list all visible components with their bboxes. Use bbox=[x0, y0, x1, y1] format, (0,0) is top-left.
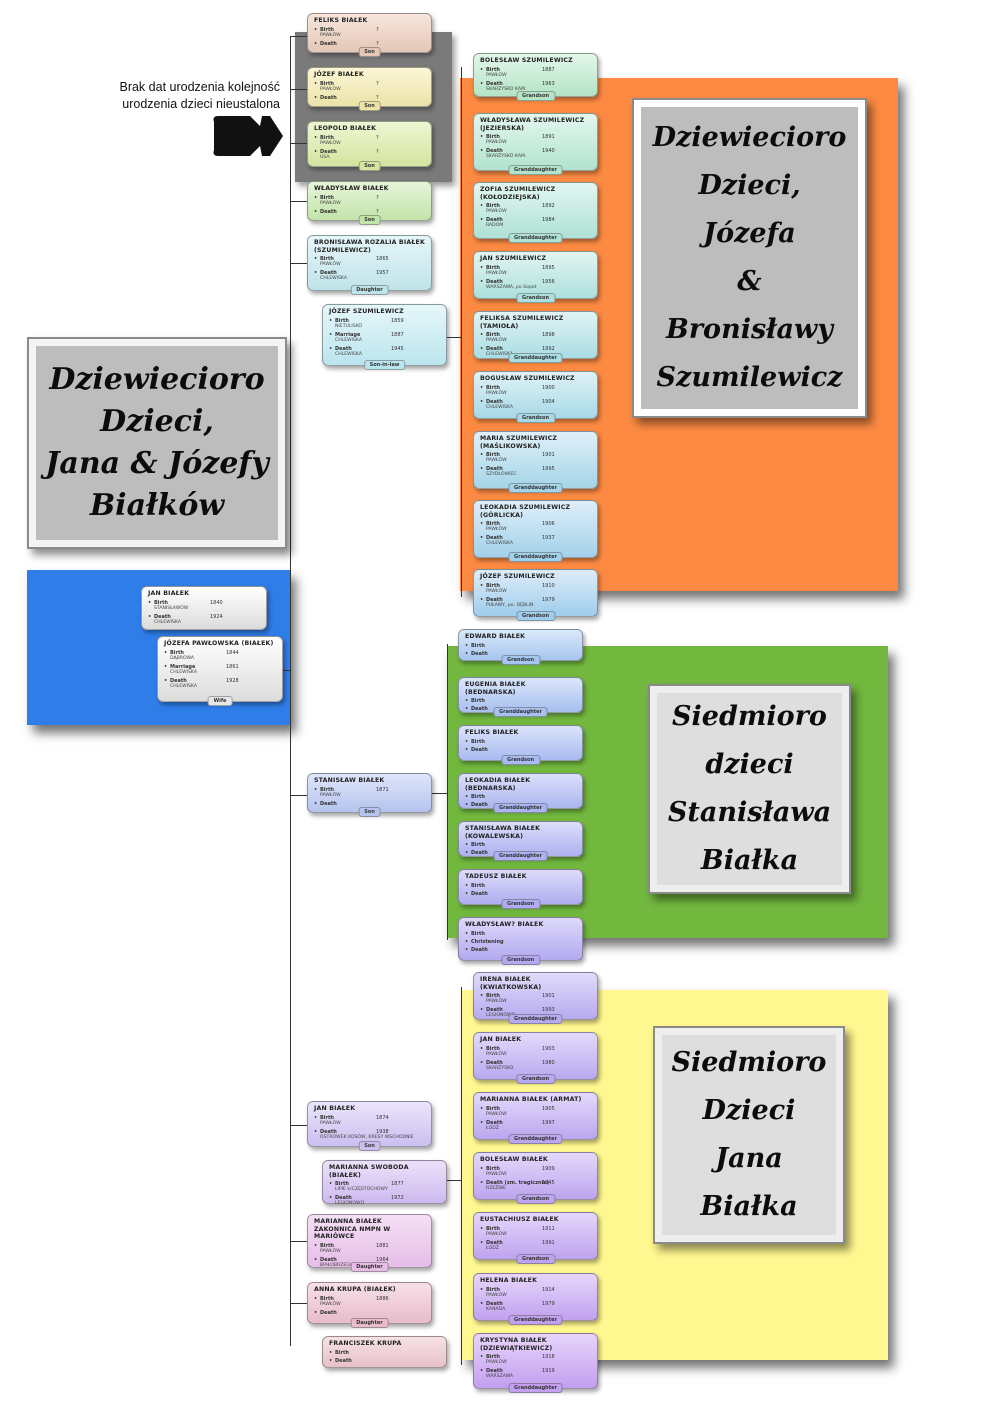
jan-connector bbox=[447, 1180, 462, 1181]
szumilewicz-title-box: Dziewiecioro Dzieci, Józefa & Bronisławy… bbox=[632, 98, 867, 418]
main-title-line-4: Białków bbox=[89, 488, 225, 523]
note-line-1: Brak dat urodzenia kolejność bbox=[119, 80, 280, 94]
person-card-leopold-bialek[interactable]: LEOPOLD BIAŁEK Birth?PAWŁÓW Death?USA So… bbox=[307, 121, 432, 171]
szumilewicz-title-line-3: Józefa bbox=[703, 218, 796, 249]
person-card-marianna-bialek[interactable]: MARIANNA BIAŁEK ZAKONNICA NMPN w MARIÓWC… bbox=[307, 1214, 432, 1272]
person-card-wladyslaw-bialek-jr[interactable]: WŁADYSŁAW? BIAŁEK Birth Christening Deat… bbox=[458, 917, 583, 965]
main-title-line-2: Dzieci, bbox=[100, 404, 214, 439]
person-card-franciszek-krupa[interactable]: FRANCISZEK KRUPA Birth Death bbox=[322, 1336, 447, 1368]
main-trunk-line bbox=[290, 36, 291, 1346]
person-card-wladyslawa-szumilewicz[interactable]: WŁADYSŁAWA SZUMILEWICZ (JEZIERSKA) Birth… bbox=[473, 113, 598, 175]
right-arrow-icon bbox=[213, 116, 283, 156]
szumilewicz-title-line-6: Szumilewicz bbox=[656, 362, 843, 393]
person-card-feliks-bialek[interactable]: FELIKS BIAŁEK Birth?PAWŁÓW Death? Son bbox=[307, 13, 432, 57]
person-card-eugenia-bialek[interactable]: EUGENIA BIAŁEK (BEDNARSKA) Birth Death G… bbox=[458, 677, 583, 717]
szumilewicz-trunk-line bbox=[461, 67, 462, 597]
jan-title-line-4: Białka bbox=[700, 1191, 798, 1222]
parents-connector bbox=[280, 670, 291, 671]
person-card-marianna-swoboda[interactable]: MARIANNA SWOBODA (BIAŁEK) Birth1877LIPIE… bbox=[322, 1160, 447, 1206]
person-card-maria-szumilewicz[interactable]: MARIA SZUMILEWICZ (MAŚLIKOWSKA) Birth190… bbox=[473, 431, 598, 493]
person-card-tadeusz-bialek[interactable]: TADEUSZ BIAŁEK Birth Death Grandson bbox=[458, 869, 583, 909]
person-card-irena-bialek[interactable]: IRENA BIAŁEK (KWIATKOWSKA) Birth1901PAWŁ… bbox=[473, 972, 598, 1024]
person-card-zofia-szumilewicz[interactable]: ZOFIA SZUMILEWICZ (KOŁODZIEJSKA) Birth18… bbox=[473, 182, 598, 243]
jan-trunk-line bbox=[461, 987, 462, 1365]
szumilewicz-connector bbox=[447, 337, 462, 338]
main-title-box: Dziewiecioro Dzieci, Jana & Józefy Białk… bbox=[27, 337, 287, 549]
stanislaw-title-box: Siedmioro dzieci Stanisława Białka bbox=[648, 684, 851, 894]
stanislaw-title-line-2: dzieci bbox=[705, 749, 794, 780]
person-card-bronislawa-bialek[interactable]: BRONISŁAWA ROZALIA BIAŁEK (SZUMILEWICZ) … bbox=[307, 235, 432, 295]
person-card-stanislawa-bialek[interactable]: STANISŁAWA BIAŁEK (KOWALEWSKA) Birth Dea… bbox=[458, 821, 583, 861]
person-card-krystyna-bialek[interactable]: KRYSTYNA BIAŁEK (DZIEWIĄTKIEWICZ) Birth1… bbox=[473, 1333, 598, 1393]
stanislaw-title-line-1: Siedmioro bbox=[672, 701, 827, 732]
note-text: Brak dat urodzenia kolejność urodzenia d… bbox=[80, 79, 280, 113]
szumilewicz-title-line-4: & bbox=[737, 266, 762, 297]
person-card-feliksa-szumilewicz[interactable]: FELIKSA SZUMILEWICZ (TAMIOŁA) Birth1898P… bbox=[473, 311, 598, 363]
note-line-2: urodzenia dzieci nieustalona bbox=[122, 97, 280, 111]
person-card-jozefa-pawlowska[interactable]: JÓZEFA PAWŁOWSKA (BIAŁEK) Birth1844DĄBRO… bbox=[157, 636, 283, 706]
main-title-line-1: Dziewiecioro bbox=[49, 362, 265, 397]
person-card-leokadia-szumilewicz[interactable]: LEOKADIA SZUMILEWICZ (GÓRLICKA) Birth190… bbox=[473, 500, 598, 562]
person-card-feliks-bialek-jr[interactable]: FELIKS BIAŁEK Birth Death Grandson bbox=[458, 725, 583, 765]
szumilewicz-title-line-1: Dziewiecioro bbox=[652, 122, 847, 153]
main-title-line-3: Jana & Józefy bbox=[45, 446, 269, 481]
jan-title-line-2: Dzieci bbox=[702, 1095, 796, 1126]
jan-title-line-3: Jana bbox=[715, 1143, 783, 1174]
relation-badge: Wife bbox=[207, 696, 233, 706]
person-card-marianna-bialek-armat[interactable]: MARIANNA BIAŁEK (ARMAT) Birth1905PAWŁÓW … bbox=[473, 1092, 598, 1144]
jan-title-line-1: Siedmioro bbox=[671, 1047, 827, 1078]
jan-title-box: Siedmioro Dzieci Jana Białka bbox=[653, 1026, 845, 1244]
stanislaw-title-line-4: Białka bbox=[700, 845, 799, 876]
person-card-jozef-bialek[interactable]: JÓZEF BIAŁEK Birth?PAWŁÓW Death? Son bbox=[307, 67, 432, 111]
person-card-edward-bialek[interactable]: EDWARD BIAŁEK Birth Death Grandson bbox=[458, 629, 583, 665]
stanislaw-title-line-3: Stanisława bbox=[667, 797, 832, 828]
person-name: JAN BIAŁEK bbox=[148, 590, 190, 597]
stanislaw-trunk-line bbox=[447, 644, 448, 940]
person-card-leokadia-bialek[interactable]: LEOKADIA BIAŁEK (BEDNARSKA) Birth Death … bbox=[458, 773, 583, 813]
szumilewicz-title-line-5: Bronisławy bbox=[666, 314, 833, 345]
person-card-wladyslaw-bialek[interactable]: WŁADYSŁAW BIAŁEK Birth?PAWŁÓW Death? Son bbox=[307, 181, 432, 225]
szumilewicz-title-line-2: Dzieci, bbox=[698, 170, 801, 201]
stanislaw-connector bbox=[432, 793, 448, 794]
person-name: JÓZEFA PAWŁOWSKA (BIAŁEK) bbox=[164, 640, 274, 647]
